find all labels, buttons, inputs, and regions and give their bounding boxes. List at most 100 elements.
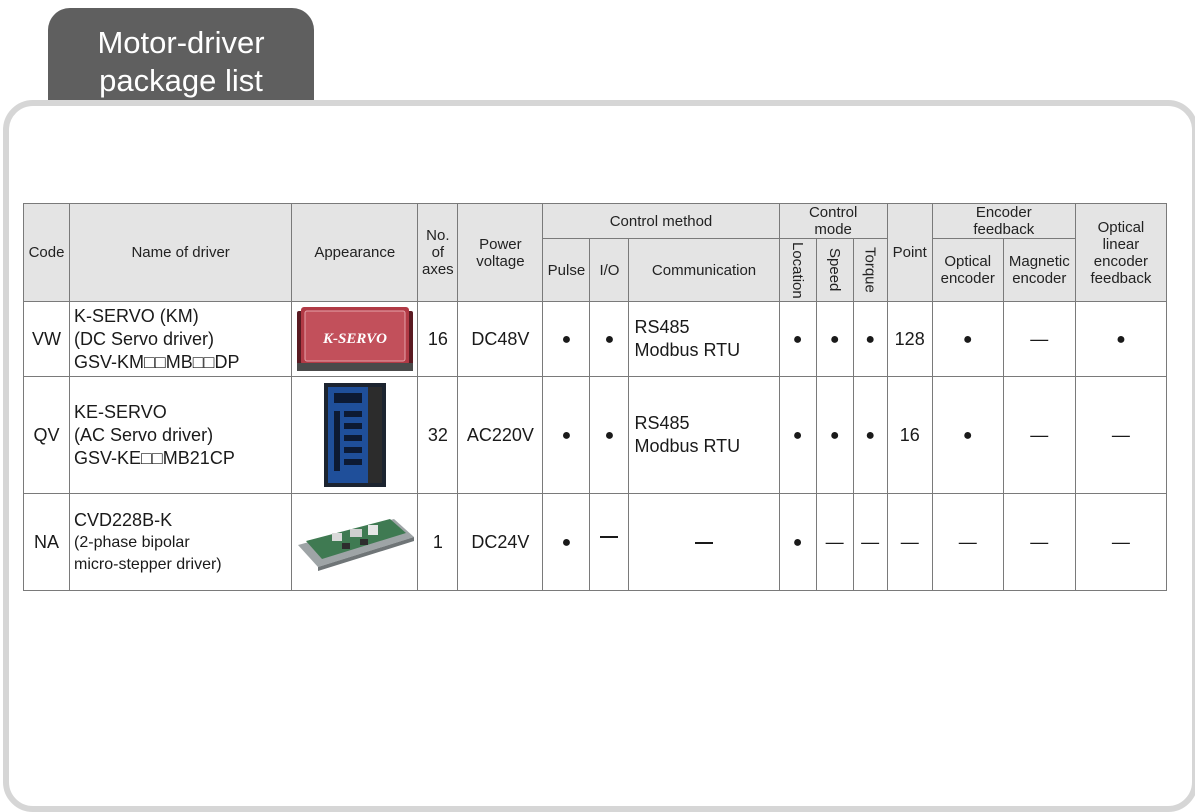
header-control-method: Control method	[542, 203, 780, 239]
header-encoder-feedback-line: Encoder	[975, 204, 1032, 222]
header-encoder-feedback-line: feedback	[973, 221, 1035, 238]
cell-io: ●	[589, 301, 630, 377]
header-axes-line: axes	[421, 261, 454, 278]
name-line: (DC Servo driver)	[74, 328, 215, 349]
cell-speed: —	[815, 493, 854, 591]
header-magnetic-encoder-line: Magnetic	[1008, 253, 1070, 270]
dash-mark	[695, 541, 714, 544]
cell-location: ●	[778, 376, 817, 494]
section-title-line1: Motor-driver	[97, 25, 265, 60]
name-line: KE-SERVO	[74, 401, 167, 422]
header-axes-line: of	[431, 244, 445, 261]
header-power-line: Power	[479, 235, 522, 253]
header-optical-encoder-line: Optical	[944, 253, 992, 270]
table-row: VW K-SERVO (KM) (DC Servo driver) GSV-KM…	[22, 301, 1168, 377]
header-control-mode: Control mode	[778, 203, 888, 239]
header-location: Location	[778, 238, 817, 302]
cell-speed: ●	[815, 376, 854, 494]
header-power: Power voltage	[457, 203, 544, 302]
cell-optical-linear: ●	[1074, 301, 1168, 377]
header-axes: No. of axes	[417, 203, 459, 302]
cell-appearance	[291, 493, 419, 591]
header-appearance: Appearance	[291, 203, 419, 302]
cell-point: —	[886, 493, 933, 591]
cell-torque: —	[852, 493, 888, 591]
header-speed: Speed	[815, 238, 854, 302]
table-row: QV KE-SERVO (AC Servo driver) GSV-KE□□MB…	[22, 376, 1168, 494]
cell-power: DC48V	[457, 301, 544, 377]
cell-optical-encoder: ●	[931, 376, 1004, 494]
k-servo-driver-image: K-SERVO	[296, 307, 413, 371]
comm-line: RS485	[634, 317, 690, 337]
cell-magnetic-encoder: —	[1002, 493, 1076, 591]
header-optical-linear: Optical linear encoder feedback	[1074, 203, 1168, 302]
cell-point: 128	[886, 301, 933, 377]
header-axes-line: No.	[426, 227, 450, 244]
cell-pulse: ●	[542, 301, 591, 377]
header-optical-linear-line: feedback	[1090, 269, 1152, 287]
header-torque-label: Torque	[861, 247, 879, 293]
header-communication: Communication	[628, 238, 780, 302]
header-location-label: Location	[789, 241, 807, 299]
cell-code: NA	[22, 493, 71, 591]
cell-location: ●	[778, 493, 817, 591]
header-optical-linear-line: linear	[1102, 235, 1140, 253]
cell-axes: 1	[417, 493, 459, 591]
driver-table: Code Name of driver Appearance No. of ax…	[22, 203, 1168, 591]
header-control-mode-line: mode	[814, 221, 852, 238]
name-line: (2-phase bipolar	[74, 533, 190, 551]
header-power-line: voltage	[476, 252, 525, 270]
header-name: Name of driver	[69, 203, 293, 302]
cell-name: CVD228B-K (2-phase bipolar micro-stepper…	[69, 493, 293, 591]
svg-text:K-SERVO: K-SERVO	[322, 331, 387, 347]
cell-communication	[628, 493, 780, 591]
cell-pulse: ●	[542, 376, 591, 494]
cell-axes: 32	[417, 376, 459, 494]
table-row: NA CVD228B-K (2-phase bipolar micro-step…	[22, 493, 1168, 591]
section-title-line2: package list	[99, 63, 263, 98]
stepper-driver-image	[297, 519, 414, 571]
header-code: Code	[22, 203, 71, 302]
comm-line: Modbus RTU	[634, 340, 741, 360]
cell-code: VW	[22, 301, 71, 377]
cell-appearance	[291, 376, 419, 494]
cell-axes: 16	[417, 301, 459, 377]
cell-torque: ●	[852, 376, 888, 494]
header-torque: Torque	[852, 238, 888, 302]
header-encoder-feedback: Encoder feedback	[931, 203, 1076, 239]
dash-mark	[600, 535, 619, 538]
header-point: Point	[886, 203, 933, 302]
name-line: CVD228B-K	[74, 509, 173, 530]
cell-code: QV	[22, 376, 71, 494]
cell-optical-linear: —	[1074, 493, 1168, 591]
name-line: micro-stepper driver)	[74, 555, 222, 573]
header-optical-linear-line: encoder	[1093, 252, 1149, 270]
header-speed-label: Speed	[826, 248, 844, 292]
cell-communication: RS485 Modbus RTU	[628, 301, 780, 377]
ke-servo-driver-image	[323, 383, 386, 487]
cell-optical-linear: —	[1074, 376, 1168, 494]
header-optical-encoder: Optical encoder	[931, 238, 1004, 302]
header-control-mode-line: Control	[808, 204, 858, 222]
cell-name: KE-SERVO (AC Servo driver) GSV-KE□□MB21C…	[69, 376, 293, 494]
comm-line: RS485	[634, 413, 690, 433]
cell-communication: RS485 Modbus RTU	[628, 376, 780, 494]
header-optical-linear-line: Optical	[1097, 218, 1145, 236]
comm-line: Modbus RTU	[634, 436, 741, 456]
cell-magnetic-encoder: —	[1002, 301, 1076, 377]
cell-optical-encoder: —	[931, 493, 1004, 591]
cell-name: K-SERVO (KM) (DC Servo driver) GSV-KM□□M…	[69, 301, 293, 377]
header-magnetic-encoder-line: encoder	[1012, 270, 1067, 287]
header-magnetic-encoder: Magnetic encoder	[1002, 238, 1076, 302]
name-line: K-SERVO (KM)	[74, 305, 199, 326]
cell-torque: ●	[852, 301, 888, 377]
cell-speed: ●	[815, 301, 854, 377]
cell-power: AC220V	[457, 376, 544, 494]
name-line: (AC Servo driver)	[74, 424, 214, 445]
name-line: GSV-KE□□MB21CP	[74, 447, 235, 468]
cell-pulse: ●	[542, 493, 591, 591]
header-io: I/O	[589, 238, 630, 302]
cell-power: DC24V	[457, 493, 544, 591]
header-optical-encoder-line: encoder	[940, 270, 995, 287]
cell-io	[589, 493, 630, 591]
